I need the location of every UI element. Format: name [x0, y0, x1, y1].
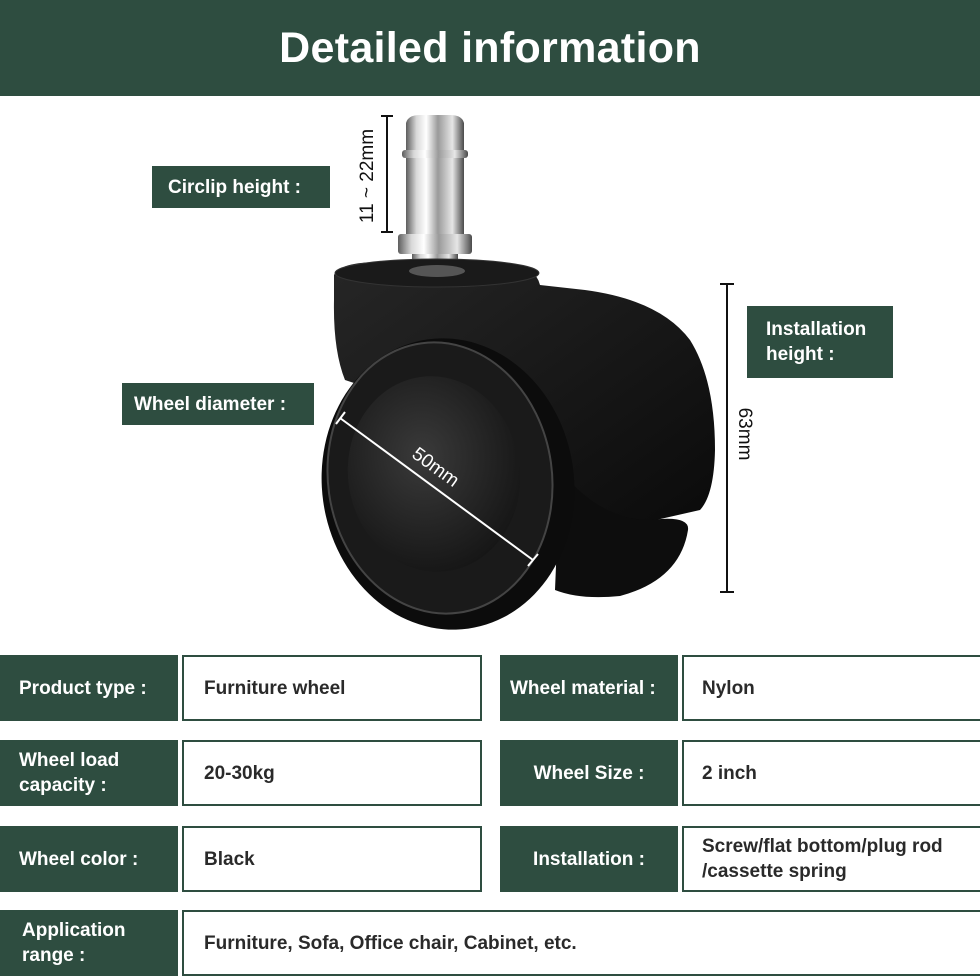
circlip-dimension-label: 11 ~ 22mm [357, 128, 378, 224]
stem-rod [398, 115, 472, 268]
spec-value-wheel-color: Black [182, 826, 482, 892]
caster-wheel-image [321, 115, 734, 630]
diameter-line [335, 411, 539, 567]
installation-height-tag: Installation height : [747, 306, 893, 378]
front-wheel [321, 338, 575, 630]
spec-value-wheel-size: 2 inch [682, 740, 980, 806]
installation-dimension-label: 63mm [734, 407, 755, 461]
spec-label-product-type: Product type : [0, 655, 178, 721]
wheel-diameter-tag: Wheel diameter : [122, 383, 314, 425]
circlip-dimension-line [381, 115, 393, 233]
spec-label-load-capacity: Wheel load capacity : [0, 740, 178, 806]
spec-value-product-type: Furniture wheel [182, 655, 482, 721]
spec-label-wheel-size: Wheel Size : [500, 740, 678, 806]
installation-height-line [720, 283, 734, 593]
spec-label-application: Application range : [0, 910, 178, 976]
circlip-height-tag: Circlip height : [152, 166, 330, 208]
caster-housing [333, 258, 715, 598]
spec-value-load-capacity: 20-30kg [182, 740, 482, 806]
spec-label-wheel-color: Wheel color : [0, 826, 178, 892]
page-header: Detailed information [0, 0, 980, 96]
page-title: Detailed information [279, 23, 701, 72]
spec-value-installation: Screw/flat bottom/plug rod /cassette spr… [682, 826, 980, 892]
spec-label-installation: Installation : [500, 826, 678, 892]
spec-value-application: Furniture, Sofa, Office chair, Cabinet, … [182, 910, 980, 976]
spec-value-wheel-material: Nylon [682, 655, 980, 721]
spec-label-wheel-material: Wheel material : [500, 655, 678, 721]
